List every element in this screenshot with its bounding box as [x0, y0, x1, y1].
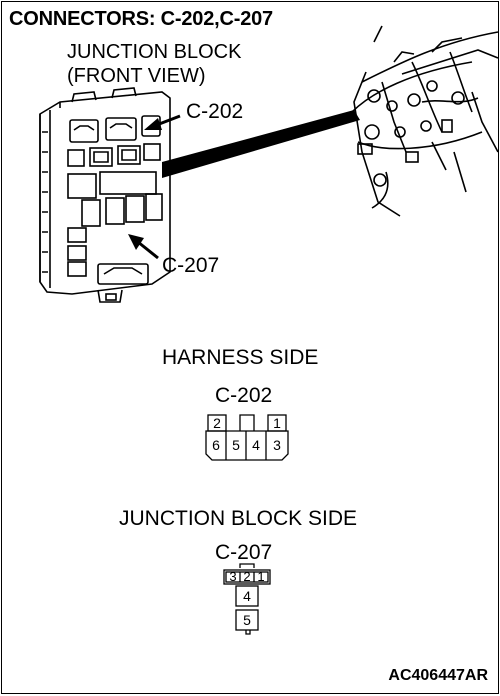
c202-pin-5: 5	[232, 437, 240, 453]
c207-pin-1: 1	[257, 569, 265, 584]
callout-c202: C-202	[186, 100, 244, 123]
junction-block-label: JUNCTION BLOCK	[67, 41, 242, 63]
c202-pin-2: 2	[213, 415, 221, 431]
front-view-label: (FRONT VIEW)	[67, 65, 206, 87]
junction-block-caption: JUNCTION BLOCK (FRONT VIEW)	[67, 40, 241, 88]
harness-connector-label: C-202	[215, 384, 273, 407]
c202-pin-3: 3	[273, 437, 281, 453]
c202-pin-6: 6	[212, 437, 220, 453]
c207-pin-2: 2	[243, 569, 251, 584]
c202-pin-4: 4	[252, 437, 260, 453]
junction-connector-label: C-207	[215, 541, 273, 564]
c207-pin-3: 3	[229, 569, 237, 584]
callout-c207: C-207	[162, 254, 220, 277]
c207-pin-4: 4	[243, 588, 251, 604]
c202-pin-1: 1	[273, 415, 281, 431]
figure-code: AC406447AR	[388, 667, 488, 684]
c207-pin-5: 5	[243, 612, 251, 628]
harness-side-heading: HARNESS SIDE	[162, 346, 319, 369]
junction-block-side-heading: JUNCTION BLOCK SIDE	[119, 507, 358, 530]
page-title: CONNECTORS: C-202,C-207	[9, 8, 273, 30]
